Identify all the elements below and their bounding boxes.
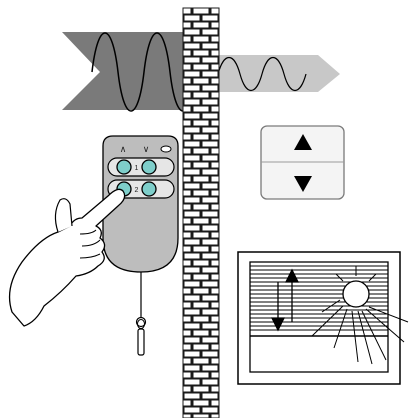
brick-wall (183, 8, 219, 418)
channel-1-up-button[interactable] (117, 160, 131, 174)
window-blinds (238, 252, 408, 384)
channel-1-down-button[interactable] (142, 160, 156, 174)
led-indicator (161, 146, 171, 152)
signal-arrow-light (205, 55, 340, 92)
remote-control: ∧ ∨ 1 2 (103, 136, 178, 355)
down-button[interactable] (262, 163, 343, 198)
updown-control-panel (261, 126, 344, 199)
up-button[interactable] (262, 127, 343, 161)
channel-1-label: 1 (135, 165, 139, 172)
up-symbol-label: ∧ (120, 144, 127, 154)
channel-2-down-button[interactable] (142, 182, 156, 196)
strap-clip (138, 320, 145, 329)
down-symbol-label: ∨ (143, 144, 150, 154)
strap-loop (138, 329, 144, 355)
channel-2-label: 2 (135, 187, 139, 194)
